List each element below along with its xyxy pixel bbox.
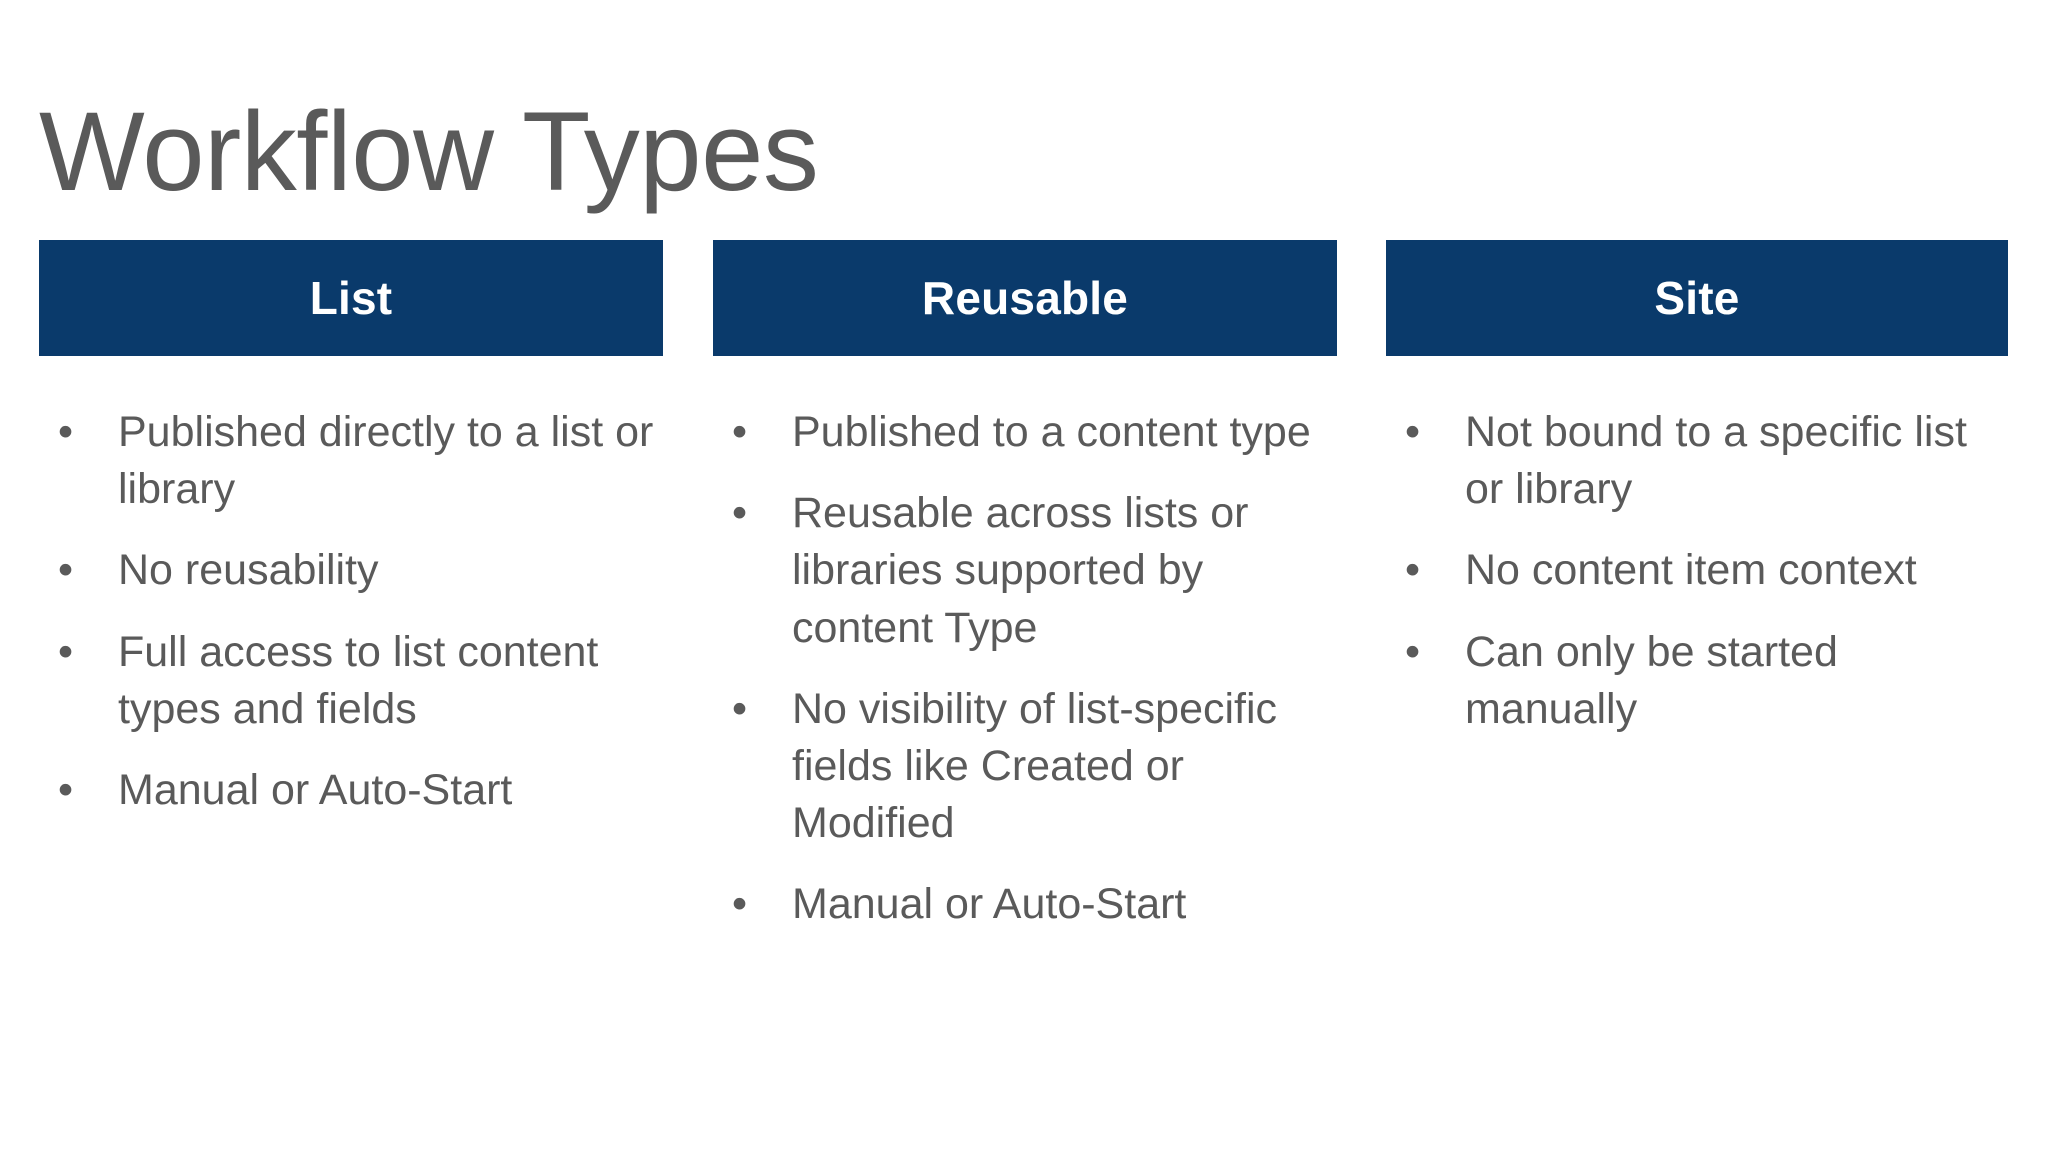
bullet-dot-icon: • (1405, 627, 1421, 676)
list-item: • Can only be started manually (1386, 624, 2008, 738)
bullet-text: Reusable across lists or libraries suppo… (792, 489, 1249, 652)
list-item: • No content item context (1386, 542, 2008, 599)
bullet-list-list: • Published directly to a list or librar… (39, 404, 663, 819)
bullet-dot-icon: • (732, 408, 748, 456)
bullet-text: No reusability (118, 546, 379, 595)
column-header-list: List (39, 240, 663, 356)
bullet-text: No visibility of list-specific fields li… (792, 684, 1278, 848)
bullet-text: Not bound to a specific list or library (1465, 408, 1967, 514)
bullet-dot-icon: • (58, 408, 74, 456)
column-reusable: Reusable • Published to a content type •… (713, 240, 1337, 934)
bullet-text: Manual or Auto-Start (118, 765, 513, 814)
list-item: • Full access to list content types and … (39, 624, 663, 738)
bullet-dot-icon: • (1405, 546, 1421, 595)
page-title: Workflow Types (39, 89, 819, 215)
column-header-label: Site (1654, 272, 1740, 324)
bullet-text: Can only be started manually (1465, 627, 1838, 733)
bullet-list-site: • Not bound to a specific list or librar… (1386, 404, 2008, 738)
bullet-dot-icon: • (1405, 408, 1421, 456)
bullet-dot-icon: • (58, 627, 74, 676)
bullet-text: Manual or Auto-Start (792, 880, 1187, 929)
bullet-dot-icon: • (58, 765, 74, 814)
bullet-text: Full access to list content types and fi… (118, 627, 599, 733)
bullet-dot-icon: • (732, 489, 748, 538)
list-item: • Published to a content type (713, 404, 1337, 461)
bullet-text: Published to a content type (792, 408, 1311, 456)
column-header-site: Site (1386, 240, 2008, 356)
list-item: • No visibility of list-specific fields … (713, 681, 1337, 853)
list-item: • Manual or Auto-Start (713, 876, 1337, 933)
bullet-dot-icon: • (58, 546, 74, 595)
bullet-list-reusable: • Published to a content type • Reusable… (713, 404, 1337, 934)
column-site: Site • Not bound to a specific list or l… (1386, 240, 2008, 738)
column-body-list: • Published directly to a list or librar… (39, 404, 663, 819)
list-item: • Reusable across lists or libraries sup… (713, 485, 1337, 657)
column-body-site: • Not bound to a specific list or librar… (1386, 404, 2008, 738)
columns-container: List • Published directly to a list or l… (0, 240, 2048, 1100)
bullet-text: Published directly to a list or library (118, 408, 654, 514)
column-body-reusable: • Published to a content type • Reusable… (713, 404, 1337, 934)
bullet-dot-icon: • (732, 880, 748, 929)
column-list: List • Published directly to a list or l… (39, 240, 663, 819)
column-header-reusable: Reusable (713, 240, 1337, 356)
list-item: • Manual or Auto-Start (39, 762, 663, 819)
column-header-label: Reusable (921, 272, 1129, 324)
list-item: • No reusability (39, 542, 663, 599)
list-item: • Not bound to a specific list or librar… (1386, 404, 2008, 518)
bullet-text: No content item context (1465, 546, 1917, 595)
list-item: • Published directly to a list or librar… (39, 404, 663, 518)
bullet-dot-icon: • (732, 684, 748, 733)
column-header-label: List (309, 272, 393, 324)
